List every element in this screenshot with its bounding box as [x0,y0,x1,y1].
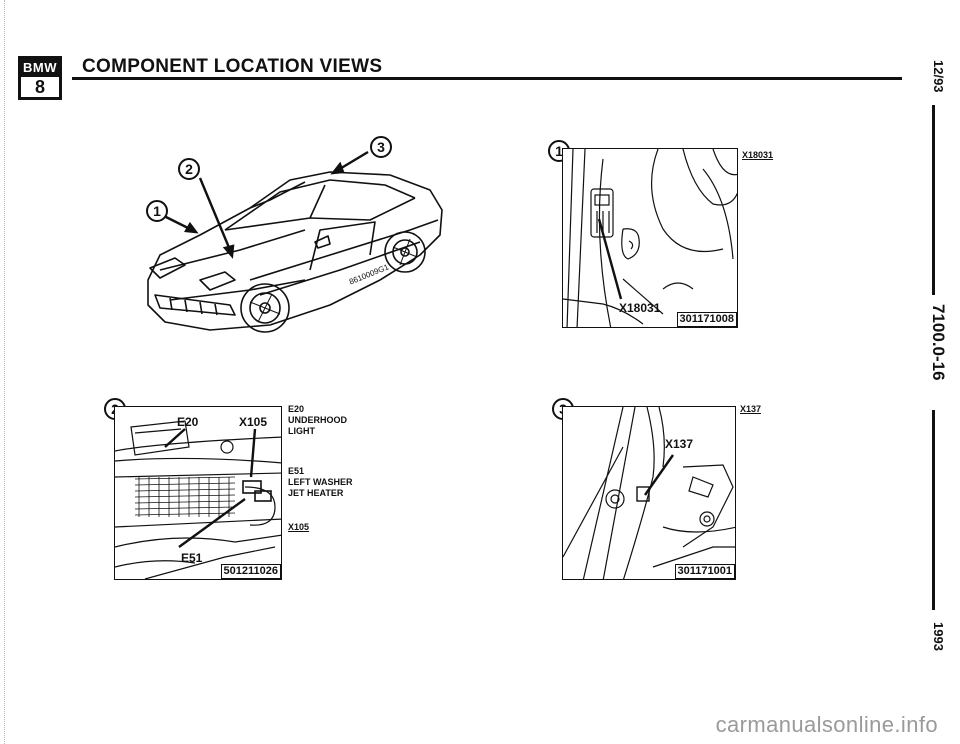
legend-e51-code: E51 [288,466,305,476]
title-rule [72,77,902,80]
view-2-label-e51: E51 [181,551,203,565]
car-callout-badge-2: 2 [178,158,200,180]
car-drawing [147,150,443,333]
view-2-legend-e20: E20 UNDERHOOD LIGHT [288,404,347,437]
view-1-inset-label: X18031 [619,301,661,315]
view-2-legend-x105: X105 [288,522,309,533]
view-3-drawing [563,407,735,579]
side-year: 1993 [931,622,946,651]
left-margin-dotted-line [4,0,5,744]
bmw-logo: BMW 8 [18,56,62,100]
view-2-legend-e51: E51 LEFT WASHER JET HEATER [288,466,353,499]
view-3-connector-text: X137 [740,404,762,414]
view-3-panel: X137 301171001 [562,406,736,580]
view-1-connector-text: X18031 [742,150,774,160]
view-2-panel: E20 X105 E51 501211026 [114,406,282,580]
side-rule-bottom [932,410,935,610]
view-1-figure-code: 301171008 [676,312,737,327]
view-2-label-e20: E20 [177,415,199,429]
legend-e20-line-1: UNDERHOOD [288,415,348,425]
car-callout-badge-1: 1 [146,200,168,222]
view-2-drawing [115,420,281,579]
view-1-panel: X18031 301171008 [562,148,738,328]
view-3-figure-code: 301171001 [674,564,735,579]
logo-brand-text: BMW [21,59,59,77]
view-3-inset-label: X137 [665,437,694,451]
view-1-drawing [563,149,737,327]
legend-e51-line-2: JET HEATER [288,488,344,498]
side-rule-top [932,105,935,295]
legend-x105-code: X105 [288,522,310,532]
legend-e20-line-2: LIGHT [288,426,315,436]
legend-e51-line-1: LEFT WASHER [288,477,353,487]
view-3-connector-label: X137 [740,404,761,415]
side-page-number: 7100.0-16 [929,304,948,381]
view-1-connector-label: X18031 [742,150,773,161]
car-overview-illustration: 1 2 3 8610009G1 [130,130,450,350]
side-date: 12/93 [931,60,946,93]
view-2-label-x105: X105 [239,415,268,429]
logo-series-text: 8 [34,77,45,97]
car-callout-badge-3: 3 [370,136,392,158]
page-title: COMPONENT LOCATION VIEWS [82,56,383,77]
legend-e20-code: E20 [288,404,305,414]
site-watermark: carmanualsonline.info [715,712,938,737]
view-2-figure-code: 501211026 [220,564,281,579]
